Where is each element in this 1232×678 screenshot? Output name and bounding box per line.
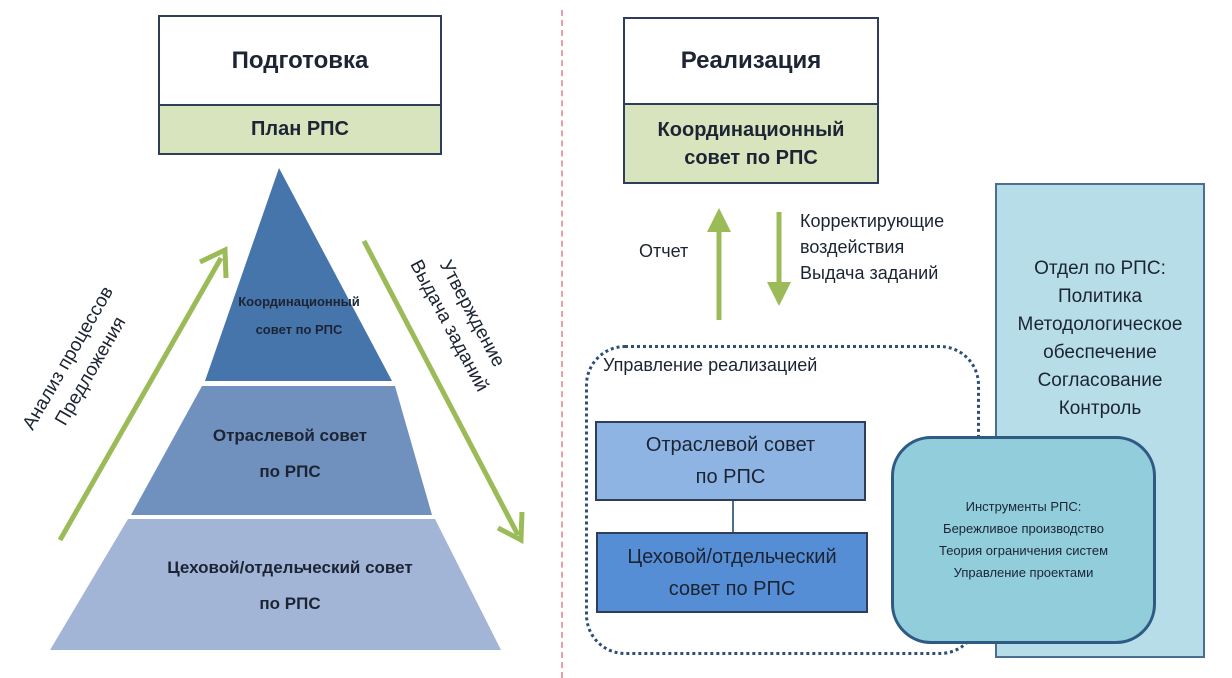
preparation-header: Подготовка План РПС	[158, 15, 442, 155]
coordination-council-label: Координационный совет по РПС	[625, 103, 877, 182]
shop-council-box: Цеховой/отдельческий совет по РПС	[596, 532, 868, 613]
tools-line: Инструменты РПС:	[965, 499, 1082, 514]
pyramid-top-label: Координационный совет по РПС	[205, 288, 393, 344]
section-divider	[561, 10, 563, 678]
industry-council-line1: Отраслевой совет	[645, 434, 816, 456]
corrective-line2: воздействия	[800, 237, 905, 257]
corrective-arrow-down-icon	[767, 212, 791, 306]
tools-line: Теория ограничения систем	[938, 543, 1109, 558]
realization-header: Реализация Координационный совет по РПС	[623, 17, 879, 184]
pyramid-bottom-line1: Цеховой/отдельческий совет	[167, 558, 413, 577]
pyramid-tier-middle	[131, 386, 432, 515]
department-line: Методологическое	[1017, 314, 1183, 335]
management-label: Управление реализацией	[603, 355, 818, 376]
rps-tools-box: Инструменты РПС: Бережливое производство…	[891, 436, 1156, 644]
industry-council-line2: по РПС	[695, 466, 766, 488]
corrective-line1: Корректирующие	[800, 211, 945, 231]
industry-council-box: Отраслевой совет по РПС	[595, 421, 866, 501]
pyramid-top-line2: совет по РПС	[255, 322, 343, 337]
report-label: Отчет	[639, 241, 689, 261]
coordination-council-line1: Координационный	[657, 118, 845, 141]
tools-line: Бережливое производство	[943, 521, 1104, 536]
preparation-title: Подготовка	[160, 17, 440, 104]
pyramid-bottom-line2: по РПС	[259, 594, 321, 613]
department-line: Согласование	[1037, 370, 1163, 391]
tools-line: Управление проектами	[953, 565, 1094, 580]
shop-council-line2: совет по РПС	[668, 577, 796, 600]
pyramid-bottom-label: Цеховой/отдельческий совет по РПС	[100, 550, 480, 622]
pyramid-tier-bottom	[50, 519, 501, 650]
department-line: обеспечение	[1043, 342, 1157, 363]
pyramid-middle-line1: Отраслевой совет	[212, 426, 368, 445]
arrow-up-icon	[57, 246, 229, 542]
corrective-line3: Выдача заданий	[800, 263, 939, 283]
shop-council-line1: Цеховой/отдельческий	[627, 545, 837, 568]
rps-plan-label: План РПС	[160, 104, 440, 153]
coordination-council-line2: совет по РПС	[684, 146, 818, 169]
department-line: Контроль	[1058, 398, 1142, 419]
connector-line	[732, 501, 734, 532]
department-line: Политика	[1057, 286, 1143, 307]
pyramid-middle-label: Отраслевой совет по РПС	[150, 418, 430, 490]
department-line: Отдел по РПС:	[1034, 258, 1166, 279]
corrective-label: Корректирующие воздействия Выдача задани…	[800, 208, 944, 286]
arrow-down-icon	[361, 239, 525, 545]
report-arrow-up-icon	[707, 208, 731, 320]
pyramid-top-line1: Координационный	[238, 294, 360, 309]
pyramid-tier-top	[205, 168, 392, 381]
pyramid-middle-line2: по РПС	[259, 462, 321, 481]
realization-title: Реализация	[625, 19, 877, 103]
